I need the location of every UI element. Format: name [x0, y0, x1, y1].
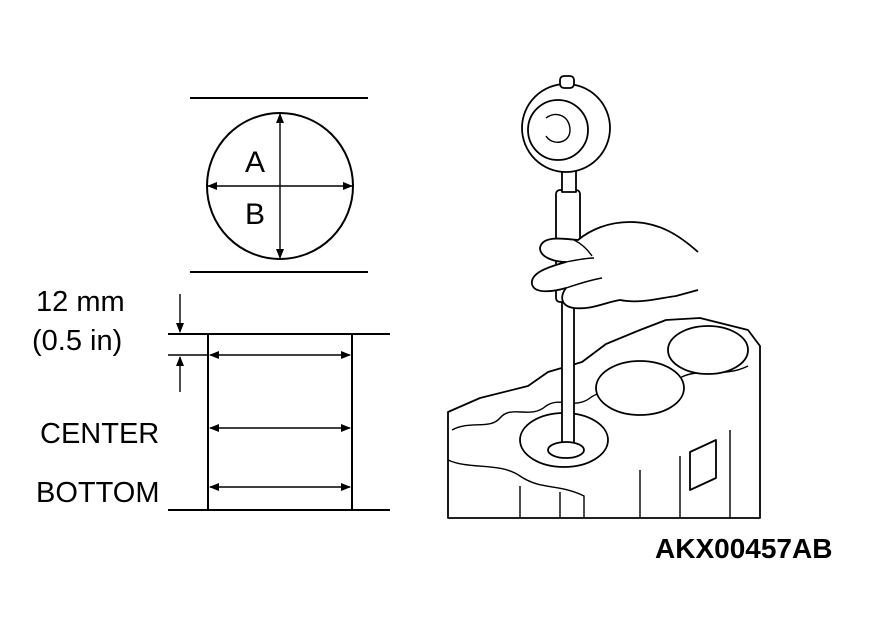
center-label: CENTER — [40, 418, 159, 450]
gauge-contact-head — [547, 441, 585, 459]
bore-side-view: 12 mm (0.5 in) CENTER BOTTOM — [32, 286, 390, 511]
gauge-shaft — [561, 297, 575, 451]
hand — [531, 221, 699, 310]
cylinder-bore-2 — [595, 360, 685, 416]
dial-face — [527, 99, 589, 161]
figure-id: AKX00457AB — [655, 533, 832, 564]
cylinder-bore-3 — [667, 325, 749, 375]
bottom-label: BOTTOM — [36, 477, 160, 509]
block-port — [689, 439, 717, 491]
block-front-edge — [447, 459, 585, 518]
offset-in-label: (0.5 in) — [32, 325, 122, 357]
block-deck-edge — [451, 365, 749, 431]
bore-top-view: A B — [190, 97, 368, 273]
label-a: A — [245, 146, 265, 179]
block-rib — [519, 430, 731, 518]
dial-needle — [545, 113, 571, 143]
label-b: B — [245, 198, 265, 231]
hand-fingers — [565, 239, 603, 289]
dial-cap — [559, 75, 575, 89]
offset-mm-label: 12 mm — [36, 286, 125, 318]
engine-block-illustration — [447, 75, 761, 519]
